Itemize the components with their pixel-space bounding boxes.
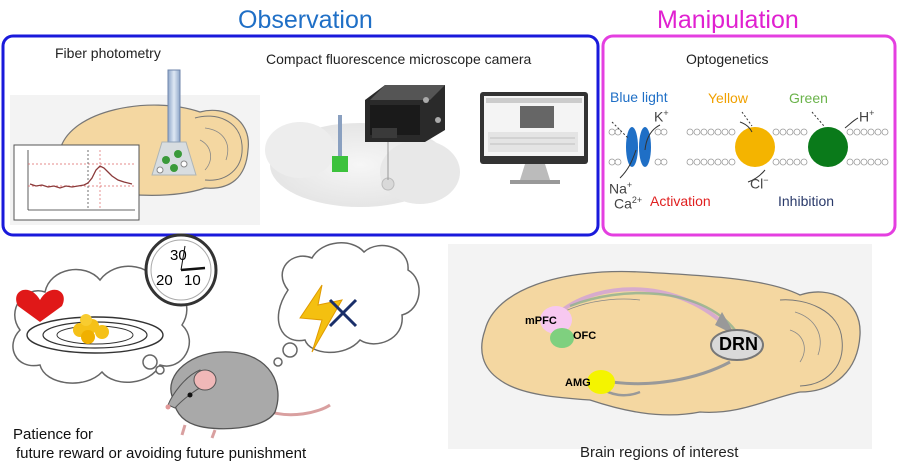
patience-caption: Patience for future reward or avoiding f…: [13, 425, 306, 463]
mpfc-region: [540, 306, 572, 334]
fiber-photometry-label: Fiber photometry: [55, 45, 161, 61]
reward-plate: [26, 314, 164, 354]
observation-box: [1, 34, 600, 237]
manipulation-box: [601, 34, 897, 237]
amg-region: [587, 370, 615, 394]
manipulation-title: Manipulation: [657, 6, 799, 34]
timer-30: 30: [170, 247, 187, 264]
fiber-brain-illustration: [10, 69, 260, 225]
patience-line-2: future reward or avoiding future punishm…: [16, 445, 307, 462]
thought-bubble-punishment: [273, 242, 420, 367]
green-label: Green: [789, 90, 828, 106]
h-arrow: [844, 117, 859, 129]
drn-label: DRN: [719, 334, 758, 354]
membrane-right: [686, 128, 889, 166]
ofc-label: OFC: [573, 330, 597, 342]
mouse-illustration: [165, 351, 331, 439]
halorhodopsin: [735, 127, 775, 167]
camera-label: Compact fluorescence microscope camera: [266, 51, 532, 67]
membrane-left: [608, 128, 668, 166]
mpfc-drn-pathway: [558, 287, 732, 332]
opto-membranes: [608, 128, 889, 166]
blue-light-label: Blue light: [610, 89, 668, 105]
archaerhodopsin: [808, 127, 848, 167]
timer-10: 10: [184, 272, 201, 289]
timer-20: 20: [156, 272, 173, 289]
optogenetics-label: Optogenetics: [686, 51, 769, 67]
cl-arrow: [747, 169, 766, 183]
amg-label: AMG: [565, 377, 591, 389]
ca-ion-label: Ca2+: [614, 195, 643, 212]
cl-ion-label: Cl−: [750, 175, 769, 192]
observation-title: Observation: [238, 6, 373, 34]
k-ion-label: K+: [654, 108, 669, 125]
channelrhodopsin: [626, 127, 638, 167]
patience-line-1: Patience for: [13, 426, 94, 443]
sagittal-brain: [481, 270, 861, 416]
ofc-region: [550, 328, 574, 348]
mpfc-label: mPFC: [525, 315, 557, 327]
microscope-illustration: [265, 85, 460, 207]
lightning-icon: [299, 284, 343, 353]
h-ion-label: H+: [859, 108, 875, 125]
monitor-illustration: [480, 92, 588, 184]
yellow-label: Yellow: [708, 90, 748, 106]
na-ion-label: Na+: [609, 180, 633, 197]
heart-icon: [16, 289, 64, 322]
cross-icon: [328, 298, 358, 328]
inhibition-label: Inhibition: [778, 193, 835, 209]
activation-label: Activation: [650, 193, 711, 209]
timer-icon: [144, 233, 218, 307]
drn-region: [710, 329, 764, 361]
amg-drn-pathway: [599, 360, 731, 386]
brain-caption: Brain regions of interest: [580, 444, 739, 461]
